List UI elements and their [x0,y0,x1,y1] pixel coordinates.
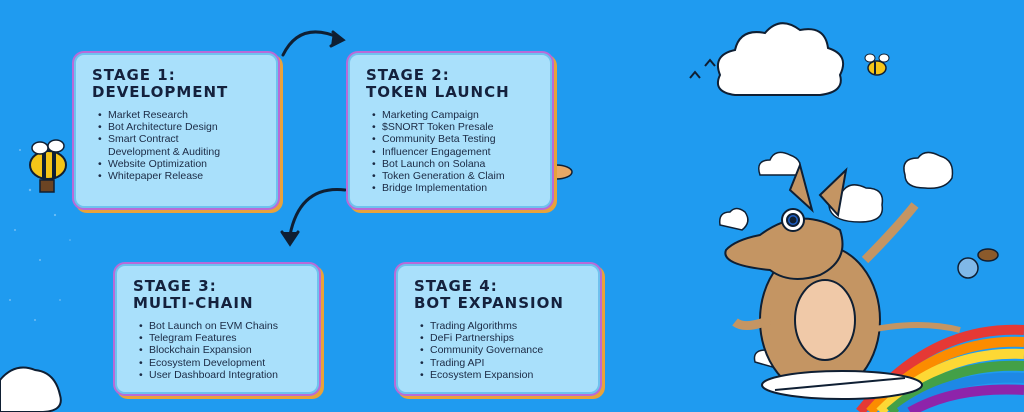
list-item-continuation: Development & Auditing [108,145,221,158]
list-item: Smart Contract [98,133,262,145]
stage-items: Trading Algorithms DeFi Partnerships Com… [414,320,584,381]
aardvark-mascot [724,161,961,400]
list-item: Ecosystem Expansion [420,369,584,381]
list-item: Trading API [420,357,584,369]
stage-title: STAGE 1: DEVELOPMENT [92,67,262,101]
list-item: Whitepaper Release [98,170,262,182]
stage-number: STAGE 4: [414,277,498,295]
list-item: Market Research [98,109,262,121]
bee-icon [29,139,67,193]
list-item: DeFi Partnerships [420,332,584,344]
dog-icon [957,248,999,279]
stage-items: Bot Launch on EVM Chains Telegram Featur… [133,320,303,381]
cloud-icon [716,22,844,96]
stage-card-1: STAGE 1: DEVELOPMENT Market Research Bot… [74,53,278,208]
stage-title: STAGE 2: TOKEN LAUNCH [366,67,536,101]
stage-card-4: STAGE 4: BOT EXPANSION Trading Algorithm… [396,264,600,394]
list-item: Community Governance [420,344,584,356]
stage-name: TOKEN LAUNCH [366,83,510,101]
list-item: $SNORT Token Presale [372,121,536,133]
stage-items: Marketing Campaign $SNORT Token Presale … [366,109,536,195]
list-item: Trading Algorithms [420,320,584,332]
list-item: Bot Architecture Design [98,121,262,133]
rainbow [856,324,1024,412]
list-item: Ecosystem Development [139,357,303,369]
stage-card-2: STAGE 2: TOKEN LAUNCH Marketing Campaign… [348,53,552,208]
stage-number: STAGE 1: [92,66,176,84]
stage-title: STAGE 4: BOT EXPANSION [414,278,584,312]
list-item: Telegram Features [139,332,303,344]
list-item: Marketing Campaign [372,109,536,121]
bird-icon [689,58,716,79]
bee-icon [864,53,890,76]
arrow-icon [280,188,347,247]
list-item: Website Optimization [98,158,262,170]
stage-number: STAGE 3: [133,277,217,295]
stage-number: STAGE 2: [366,66,450,84]
list-item: User Dashboard Integration [139,369,303,381]
list-item: Influencer Engagement [372,146,536,158]
list-item: Community Beta Testing [372,133,536,145]
list-item: Blockchain Expansion [139,344,303,356]
stage-name: DEVELOPMENT [92,83,229,101]
stage-name: MULTI-CHAIN [133,294,254,312]
arrow-icon [281,30,346,57]
list-item: Token Generation & Claim [372,170,536,182]
stage-card-3: STAGE 3: MULTI-CHAIN Bot Launch on EVM C… [115,264,319,394]
cloud-icon [0,366,62,412]
stage-title: STAGE 3: MULTI-CHAIN [133,278,303,312]
list-item: Bot Launch on EVM Chains [139,320,303,332]
list-item: Bridge Implementation [372,182,536,194]
stage-name: BOT EXPANSION [414,294,564,312]
list-item: Bot Launch on Solana [372,158,536,170]
stage-items: Market Research Bot Architecture Design … [92,109,262,182]
